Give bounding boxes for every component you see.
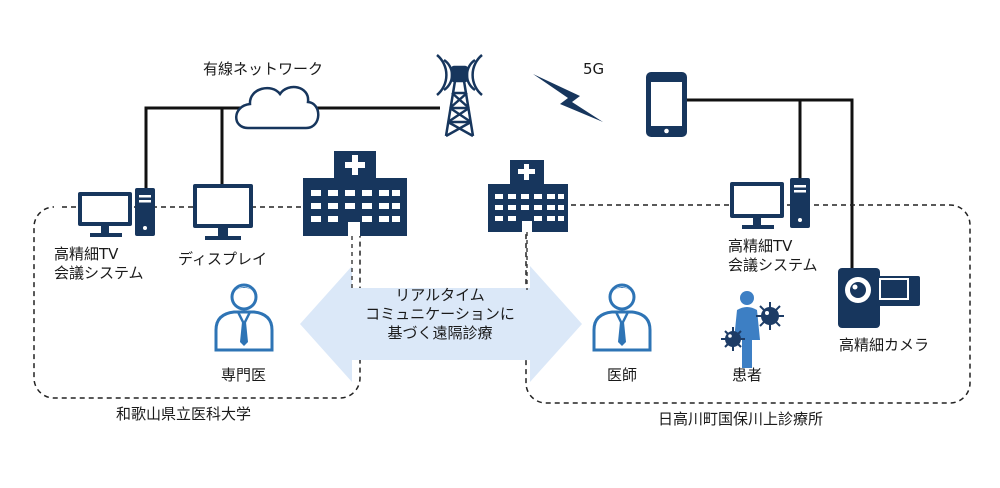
right-tv-system-label-line1: 高精細TV: [728, 237, 793, 255]
display-label: ディスプレイ: [178, 250, 267, 268]
cloud-icon: [235, 85, 320, 130]
camcorder-icon: [838, 268, 920, 328]
display-icon: [193, 184, 253, 240]
tablet-icon: [646, 72, 687, 137]
arrow-caption: リアルタイム コミュニケーションに 基づく遠隔診療: [340, 286, 540, 343]
right-tv-system-label-line2: 会議システム: [728, 256, 818, 274]
arrow-caption-line2: コミュニケーションに: [365, 305, 515, 323]
specialist-label: 専門医: [221, 366, 267, 384]
arrow-caption-line3: 基づく遠隔診療: [387, 324, 493, 342]
hospital-icon-right: [488, 160, 568, 232]
patient-label: 患者: [732, 366, 763, 384]
right-site-name: 日高川町国保川上診療所: [658, 410, 824, 428]
doctor-person-icon: [592, 283, 652, 352]
left-tv-system-label-line2: 会議システム: [54, 264, 144, 282]
wireless-label: 5G: [583, 60, 605, 78]
antenna-tower-icon: [436, 54, 483, 138]
virus-icon: [721, 302, 784, 351]
left-tv-system-label-line1: 高精細TV: [54, 245, 119, 263]
network-label: 有線ネットワーク: [203, 60, 324, 78]
pc-icon-left: [78, 188, 155, 237]
arrow-caption-line1: リアルタイム: [395, 286, 485, 304]
left-site-name: 和歌山県立医科大学: [116, 405, 252, 423]
patient-icon: [734, 291, 760, 368]
camera-label: 高精細カメラ: [839, 336, 930, 354]
network-lines: [144, 98, 854, 272]
hospital-icon-left: [303, 151, 407, 236]
specialist-person-icon: [214, 283, 274, 352]
pc-icon-right: [730, 178, 810, 229]
realtime-communication-arrow: [300, 266, 582, 382]
lightning-icon: [533, 74, 603, 122]
doctor-label: 医師: [607, 366, 638, 384]
